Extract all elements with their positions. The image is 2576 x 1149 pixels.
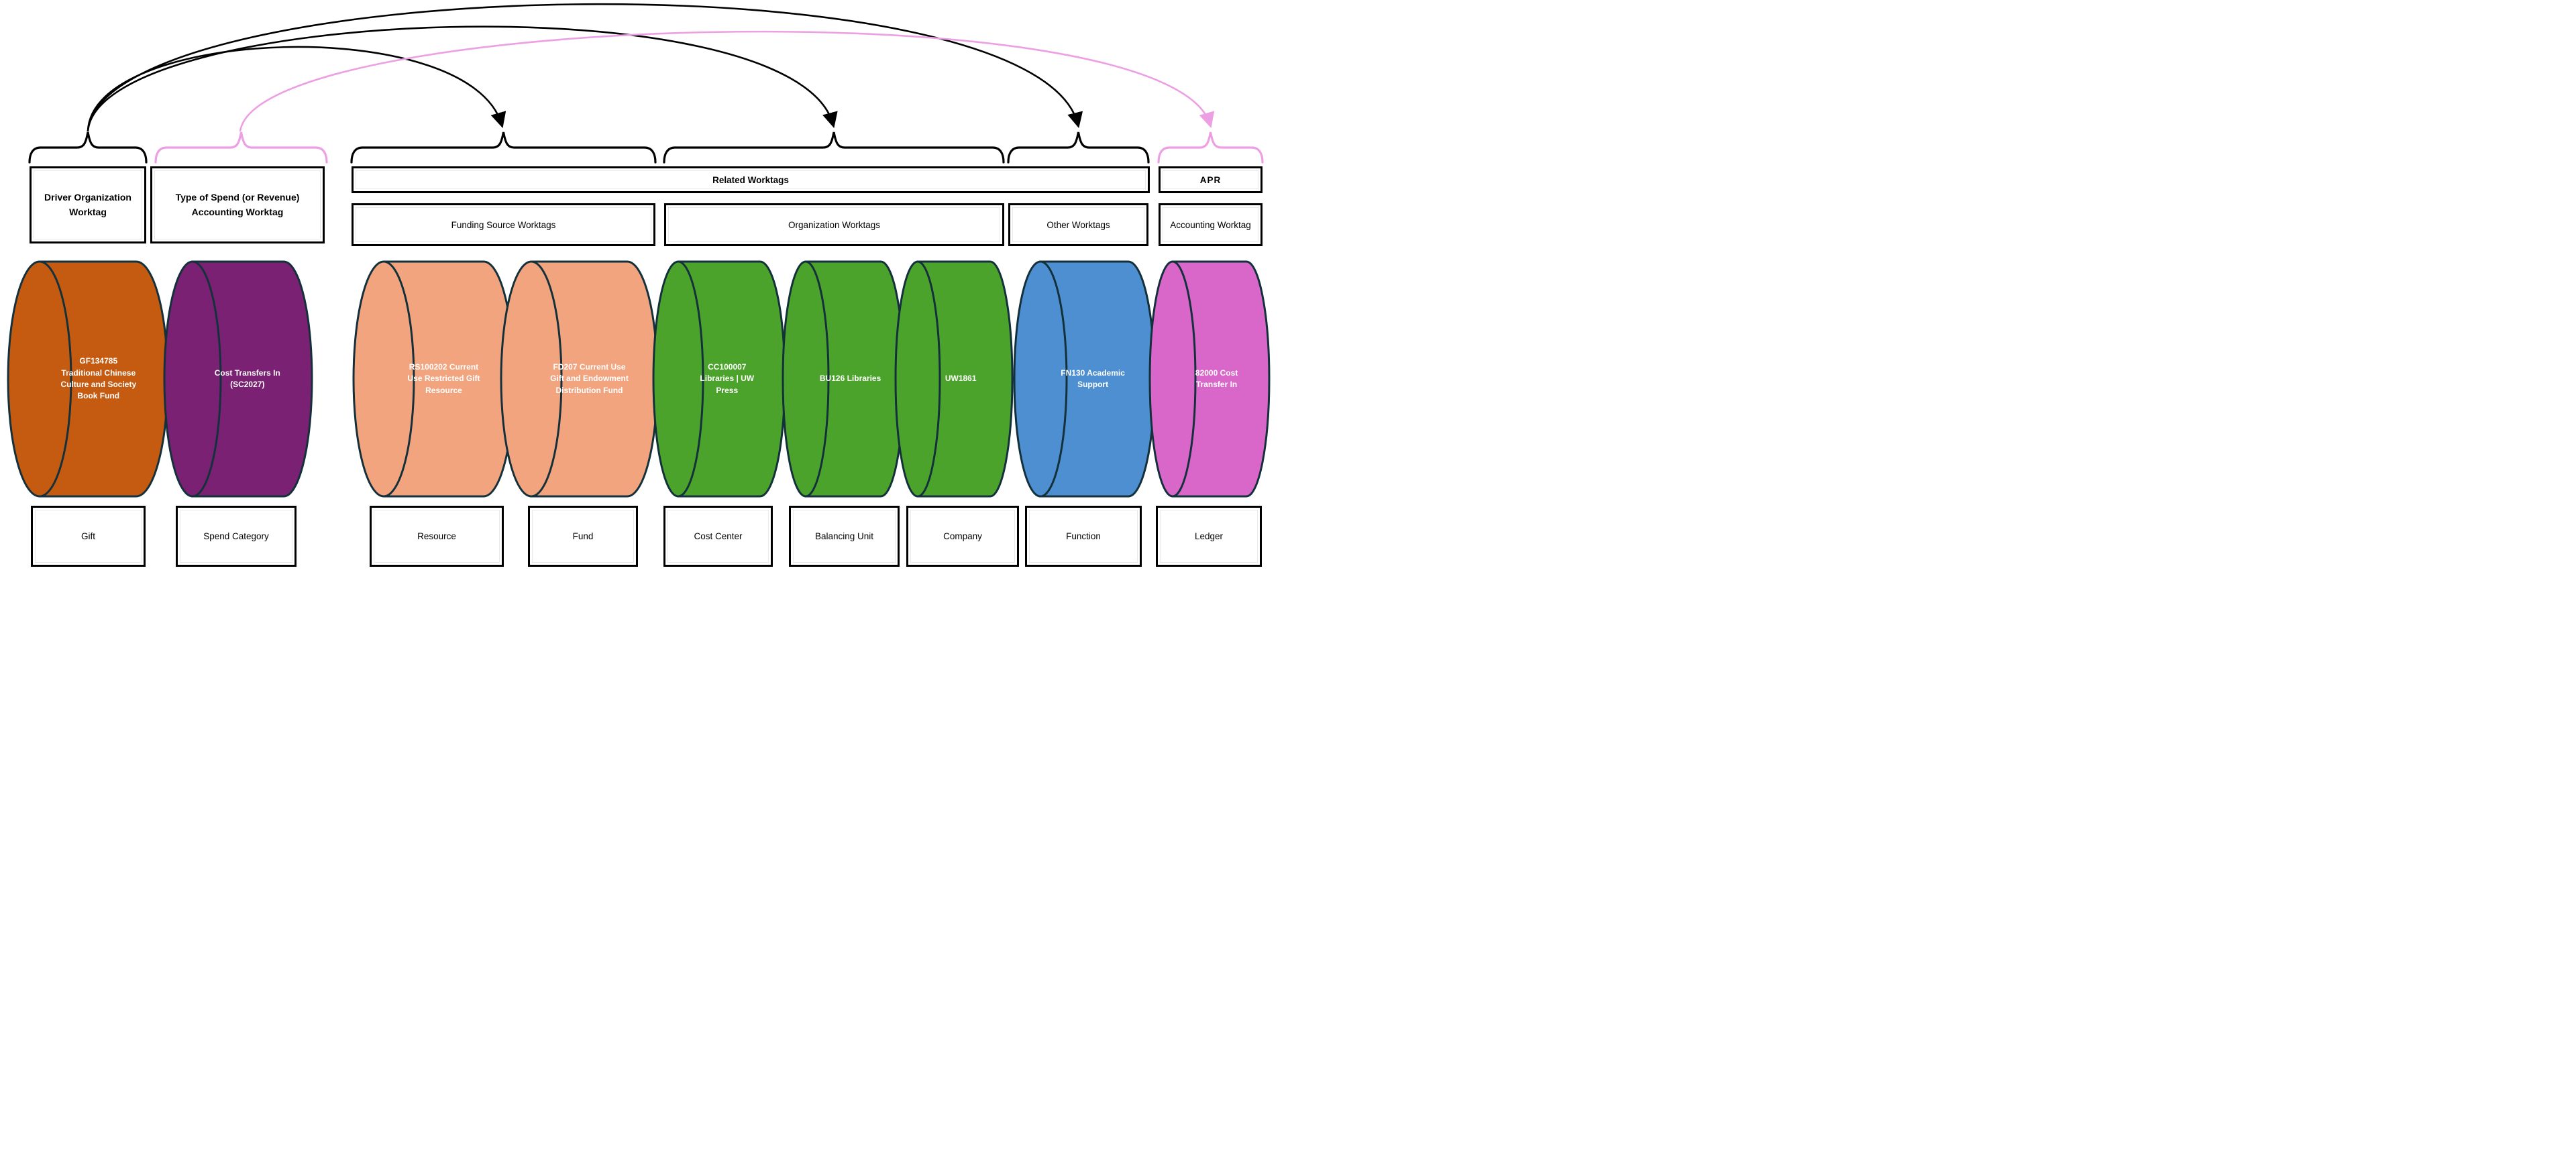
brace-funding-source xyxy=(350,131,657,164)
bottom-box-ledger: Ledger xyxy=(1156,506,1262,567)
brace-other-worktags xyxy=(1007,131,1150,164)
bottom-box-cost-center: Cost Center xyxy=(663,506,773,567)
brace-apr xyxy=(1157,131,1264,164)
bottom-box-gift: Gift xyxy=(31,506,146,567)
header-box-related-worktags: Related Worktags xyxy=(352,166,1150,193)
bottom-box-balancing-unit: Balancing Unit xyxy=(789,506,900,567)
arrow-driver-organization-worktag-to-funding-source-worktags xyxy=(87,46,506,132)
arrow-driver-organization-worktag-to-other-worktags xyxy=(87,3,1083,132)
cylinder-cost-center-face xyxy=(652,260,704,498)
header-box-accounting-worktag: Accounting Worktag xyxy=(1159,203,1263,246)
cylinder-ledger-body xyxy=(1171,260,1271,498)
header-box-organization-worktags: Organization Worktags xyxy=(664,203,1004,246)
header-box-funding-source-worktags: Funding Source Worktags xyxy=(352,203,655,246)
cylinder-gift-face xyxy=(7,260,72,498)
cylinder-company-body xyxy=(916,260,1014,498)
bottom-box-fund: Fund xyxy=(528,506,638,567)
arrow-type-of-spend-accounting-worktag-to-apr xyxy=(239,30,1215,132)
brace-driver-organization xyxy=(28,131,148,164)
cylinder-layer xyxy=(7,260,1271,498)
brace-type-of-spend xyxy=(154,131,328,164)
cylinder-balancing-unit-face xyxy=(782,260,830,498)
header-box-other-worktags: Other Worktags xyxy=(1008,203,1148,246)
bottom-box-function: Function xyxy=(1025,506,1142,567)
cylinder-fund-face xyxy=(500,260,563,498)
worktag-relationship-diagram: Driver Organization Worktag Type of Spen… xyxy=(0,0,1288,575)
cylinder-ledger-face xyxy=(1148,260,1197,498)
header-box-apr: APR xyxy=(1159,166,1263,193)
bottom-box-spend-category: Spend Category xyxy=(176,506,297,567)
arrow-driver-organization-worktag-to-organization-worktags xyxy=(87,25,838,132)
connector-layer xyxy=(28,3,1264,164)
header-box-driver-organization-worktag: Driver Organization Worktag xyxy=(30,166,146,243)
cylinder-company-face xyxy=(894,260,941,498)
cylinder-resource-face xyxy=(352,260,415,498)
bottom-box-company: Company xyxy=(906,506,1019,567)
cylinder-spend-category-face xyxy=(163,260,222,498)
cylinder-function-face xyxy=(1013,260,1068,498)
header-box-type-of-spend-accounting-worktag: Type of Spend (or Revenue) Accounting Wo… xyxy=(150,166,325,243)
cylinder-spend-category-body xyxy=(191,260,313,498)
brace-organization xyxy=(663,131,1005,164)
bottom-box-resource: Resource xyxy=(370,506,504,567)
